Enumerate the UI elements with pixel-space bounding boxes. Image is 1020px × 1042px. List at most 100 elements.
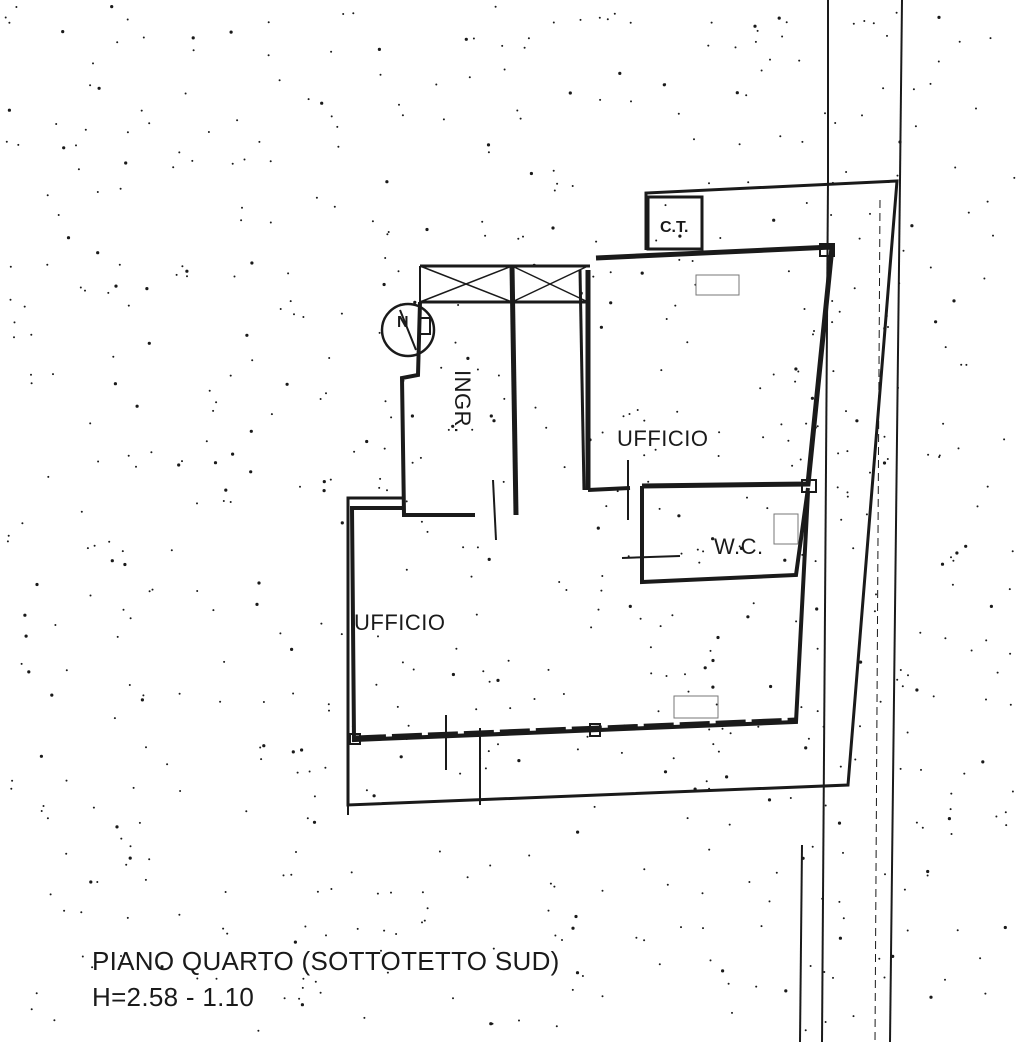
speckle-dot bbox=[643, 939, 646, 942]
speckle-dot bbox=[405, 568, 408, 571]
speckle-dot bbox=[747, 181, 750, 184]
speckle-dot bbox=[684, 673, 686, 676]
speckle-dot bbox=[766, 507, 769, 510]
speckle-dot bbox=[896, 678, 899, 681]
speckle-dot bbox=[205, 440, 208, 443]
speckle-dot bbox=[1009, 703, 1012, 706]
speckle-dot bbox=[329, 478, 332, 481]
speckle-dot bbox=[378, 331, 381, 334]
speckle-dot bbox=[148, 590, 151, 593]
speckle-dot bbox=[813, 330, 815, 332]
speckle-dot bbox=[236, 119, 239, 122]
speckle-dot bbox=[293, 940, 297, 944]
speckle-dot bbox=[762, 436, 765, 439]
speckle-dot bbox=[172, 166, 175, 169]
speckle-dot bbox=[944, 978, 946, 981]
speckle-dot bbox=[599, 325, 604, 329]
speckle-dot bbox=[649, 646, 652, 649]
speckle-dot bbox=[853, 287, 856, 290]
speckle-dot bbox=[144, 878, 147, 881]
speckle-dot bbox=[425, 227, 429, 232]
speckle-dot bbox=[181, 265, 184, 268]
speckle-dot bbox=[91, 966, 94, 969]
speckle-dot bbox=[832, 370, 835, 373]
speckle-dot bbox=[643, 868, 646, 871]
speckle-dot bbox=[702, 927, 704, 930]
speckle-dot bbox=[711, 537, 715, 541]
speckle-dot bbox=[976, 505, 979, 508]
speckle-dot bbox=[710, 21, 713, 24]
speckle-dot bbox=[62, 146, 66, 150]
speckle-dot bbox=[250, 261, 254, 265]
speckle-dot bbox=[861, 114, 863, 117]
speckle-dot bbox=[781, 35, 784, 38]
speckle-dot bbox=[852, 1015, 855, 1018]
speckle-dot bbox=[325, 934, 327, 937]
speckle-dot bbox=[290, 647, 294, 652]
speckle-dot bbox=[421, 921, 423, 924]
speckle-dot bbox=[65, 669, 68, 672]
speckle-dot bbox=[659, 625, 662, 628]
speckle-dot bbox=[35, 582, 39, 587]
speckle-dot bbox=[816, 425, 819, 428]
speckle-dot bbox=[337, 145, 340, 148]
speckle-dot bbox=[760, 69, 763, 72]
speckle-dot bbox=[522, 235, 524, 238]
speckle-dot bbox=[132, 786, 135, 789]
speckle-dot bbox=[643, 419, 646, 422]
speckle-dot bbox=[794, 380, 797, 383]
speckle-dot bbox=[852, 547, 855, 550]
speckle-dot bbox=[873, 610, 876, 613]
speckle-dot bbox=[340, 633, 343, 636]
speckle-dot bbox=[57, 214, 60, 216]
speckle-dot bbox=[384, 257, 387, 259]
speckle-dot bbox=[385, 180, 389, 184]
ufficio-lower-room bbox=[349, 491, 810, 805]
speckle-dot bbox=[801, 140, 804, 143]
speckle-dot bbox=[816, 710, 819, 713]
speckle-dot bbox=[108, 540, 111, 543]
speckle-dot bbox=[899, 669, 902, 671]
speckle-dot bbox=[308, 770, 311, 773]
speckle-dot bbox=[711, 685, 715, 689]
speckle-dot bbox=[484, 767, 487, 770]
speckle-dot bbox=[845, 410, 847, 413]
speckle-dot bbox=[178, 692, 181, 695]
speckle-dot bbox=[257, 1029, 260, 1032]
speckle-dot bbox=[1004, 811, 1007, 814]
speckle-dot bbox=[593, 805, 596, 808]
speckle-dot bbox=[270, 413, 273, 416]
speckle-dot bbox=[949, 808, 952, 811]
speckle-dot bbox=[81, 955, 84, 958]
speckle-dot bbox=[703, 666, 707, 670]
speckle-dot bbox=[296, 771, 299, 774]
speckle-dot bbox=[459, 772, 462, 775]
speckle-dot bbox=[975, 107, 977, 110]
speckle-dot bbox=[386, 971, 389, 974]
speckle-dot bbox=[760, 925, 763, 928]
speckle-dot bbox=[906, 929, 909, 932]
speckle-dot bbox=[838, 310, 841, 313]
speckle-dot bbox=[52, 373, 54, 376]
speckle-dot bbox=[579, 18, 582, 21]
speckle-dot bbox=[6, 540, 9, 543]
speckle-dot bbox=[11, 779, 14, 782]
speckle-dot bbox=[386, 489, 388, 492]
speckle-dot bbox=[956, 929, 959, 932]
north-label: N bbox=[397, 314, 409, 331]
speckle-dot bbox=[116, 635, 119, 638]
speckle-dot bbox=[784, 989, 788, 993]
speckle-dot bbox=[399, 755, 403, 759]
speckle-dot bbox=[601, 889, 604, 892]
speckle-dot bbox=[739, 546, 744, 551]
speckle-dot bbox=[295, 851, 297, 853]
speckle-dot bbox=[322, 489, 326, 493]
speckle-dot bbox=[707, 44, 710, 47]
speckle-dot bbox=[23, 305, 26, 308]
speckle-dot bbox=[419, 456, 422, 459]
speckle-dot bbox=[558, 581, 561, 583]
speckle-dot bbox=[676, 410, 679, 413]
speckle-dot bbox=[839, 765, 842, 768]
speckle-dot bbox=[618, 71, 622, 75]
building-outline bbox=[346, 179, 899, 815]
